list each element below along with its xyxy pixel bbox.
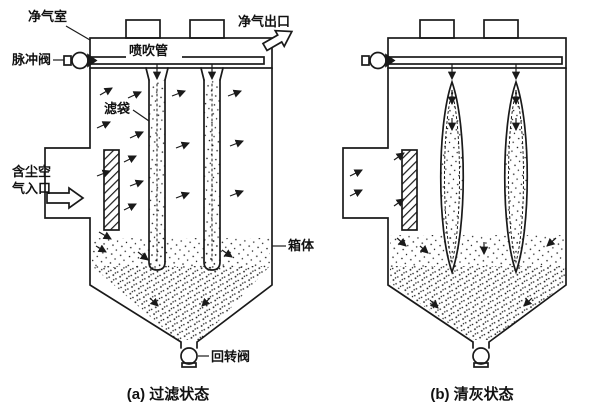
diagram-b-cleaning: (b) 清灰状态 — [342, 19, 567, 403]
filter-bag-1 — [145, 67, 169, 271]
flow-arrows-b — [349, 90, 557, 309]
filter-bag-2 — [200, 67, 224, 271]
inlet-baffle — [401, 149, 418, 231]
clean-gas-plenum — [89, 37, 273, 69]
label-pulse-valve: 脉冲阀 — [11, 52, 51, 67]
clean-gas-plenum — [387, 37, 567, 69]
label-leaders-a — [53, 25, 286, 357]
label-casing: 箱体 — [288, 238, 315, 253]
rotary-valve-symbol — [180, 347, 198, 368]
label-blow-pipe: 喷吹管 — [129, 43, 168, 58]
label-rotary-valve: 回转阀 — [211, 349, 250, 364]
dust-stipple-a — [92, 238, 270, 340]
casing-right-wall — [196, 67, 273, 349]
inflated-bag-2 — [503, 79, 529, 275]
dust-stipple-b — [390, 235, 566, 340]
caption-a: (a) 过滤状态 — [127, 385, 210, 403]
roof-cap — [125, 19, 161, 39]
nozzle-jets-a — [152, 64, 217, 81]
diagram-a-filtering: 净气室 喷吹管 净气出口 脉冲阀 滤袋 含尘空 气入口 箱体 回转阀 (a) 过… — [11, 9, 315, 403]
nozzle-jets-b — [447, 64, 521, 81]
structure-b — [342, 19, 567, 368]
casing-right-wall — [488, 67, 567, 349]
inlet-arrow — [46, 186, 85, 210]
label-inlet-line1: 含尘空 — [11, 164, 51, 179]
flow-arrows-a — [95, 87, 244, 307]
label-inlet-line2: 气入口 — [12, 181, 51, 196]
roof-cap — [189, 19, 225, 39]
blow-pipe — [387, 56, 563, 65]
inlet-baffle — [103, 149, 120, 231]
inflated-bag-1 — [439, 79, 465, 275]
casing-left-wall — [342, 67, 474, 349]
pulse-valve-symbol — [361, 51, 396, 70]
label-clean-gas-outlet: 净气出口 — [238, 14, 290, 29]
label-clean-gas-chamber: 净气室 — [28, 9, 67, 24]
pulse-valve-symbol — [63, 51, 98, 70]
casing-left-wall — [44, 67, 182, 349]
caption-b: (b) 清灰状态 — [430, 385, 513, 403]
rotary-valve-symbol — [472, 347, 490, 368]
roof-cap — [483, 19, 519, 39]
roof-cap — [419, 19, 455, 39]
label-filter-bag: 滤袋 — [104, 101, 131, 116]
outlet-arrow — [261, 29, 294, 52]
